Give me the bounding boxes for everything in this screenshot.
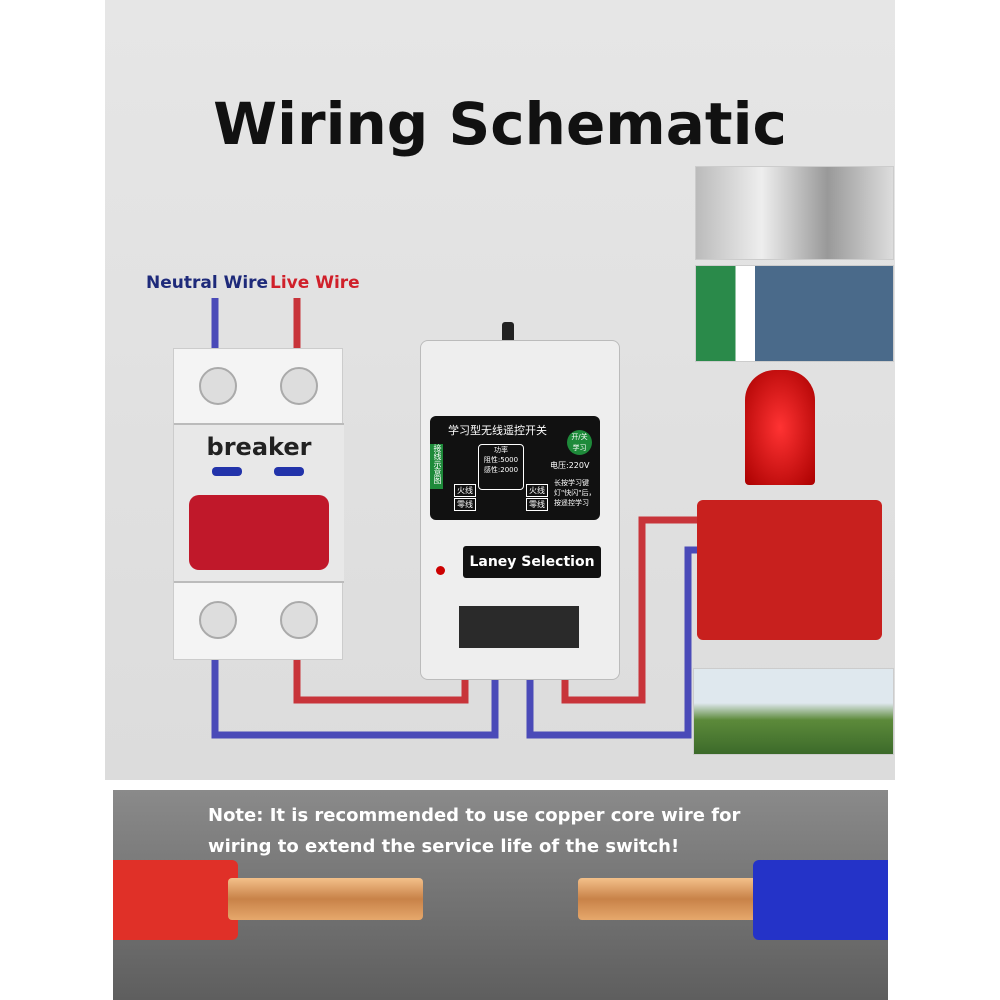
irrigation-image [693, 668, 894, 755]
live-wire-to-load [561, 516, 720, 704]
terminal-block [459, 606, 579, 648]
neutral-wire-label: Neutral Wire [146, 273, 269, 293]
page-title: Wiring Schematic [213, 90, 787, 158]
siren-image [697, 500, 882, 640]
copper-wire-note: Note: It is recommended to use copper co… [208, 805, 741, 857]
breaker-switch[interactable] [189, 495, 329, 570]
brand-label: Laney Selection [463, 546, 601, 578]
copper-wire-left [228, 878, 423, 920]
breaker-label: breaker [206, 433, 312, 461]
circuit-breaker: breaker [173, 348, 344, 660]
indicator-led [436, 566, 445, 575]
warning-light-image [745, 370, 815, 485]
live-wire-label: Live Wire [270, 273, 360, 293]
note-panel [113, 790, 888, 1000]
neutral-wire-to-switch [211, 620, 499, 739]
copper-wire-right [578, 878, 778, 920]
pump-motor-image [695, 265, 894, 362]
appliances-image [695, 166, 894, 260]
